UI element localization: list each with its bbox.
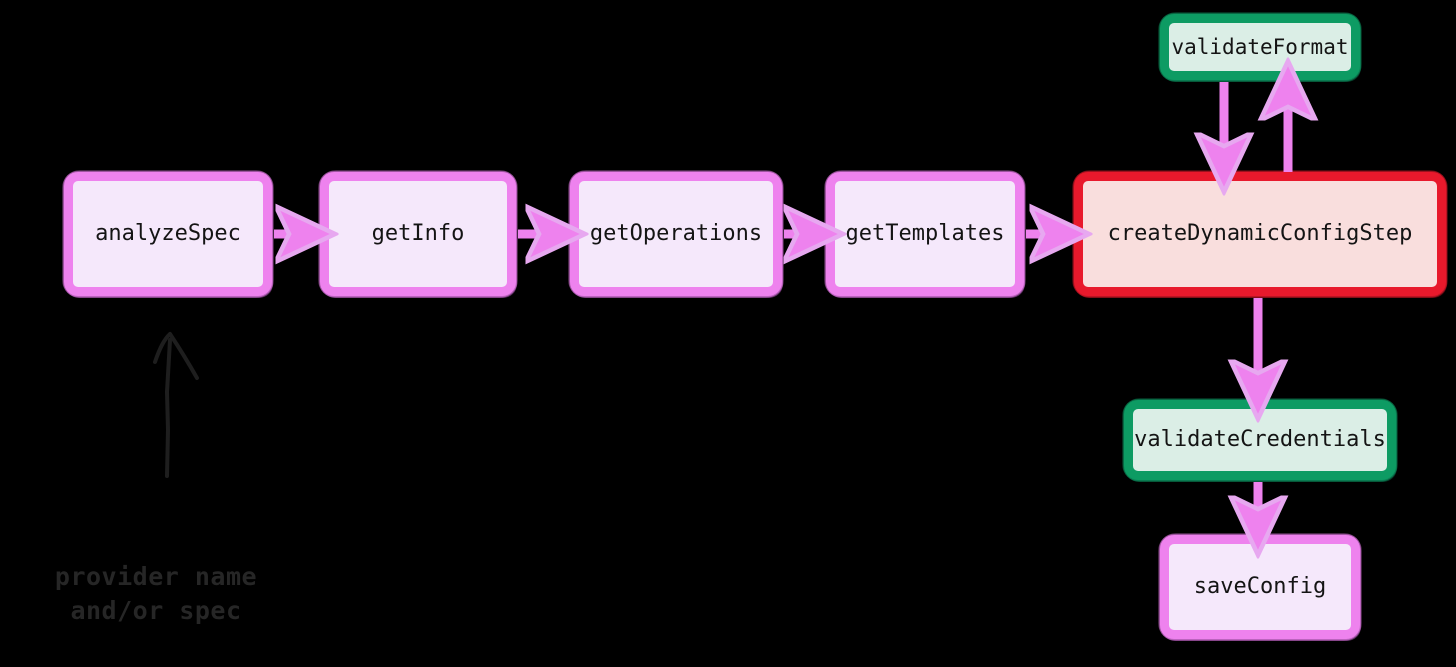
node-validateformat[interactable]: validateFormat [1160, 14, 1360, 80]
annotation-arrow-icon [153, 332, 199, 478]
node-validatecredentials[interactable]: validateCredentials [1124, 400, 1396, 480]
node-label: getTemplates [845, 221, 1005, 247]
node-getinfo[interactable]: getInfo [320, 172, 516, 296]
node-label: saveConfig [1193, 574, 1327, 600]
node-label: getInfo [371, 221, 465, 247]
annotation-provider-name-or-spec: provider name and/or spec [54, 562, 258, 625]
node-label: validateFormat [1171, 34, 1349, 59]
node-saveconfig[interactable]: saveConfig [1160, 535, 1360, 639]
node-createdynamicconfigstep[interactable]: createDynamicConfigStep [1074, 172, 1446, 296]
node-gettemplates[interactable]: getTemplates [826, 172, 1024, 296]
node-label: validateCredentials [1134, 427, 1386, 453]
node-label: getOperations [589, 221, 763, 247]
node-getoperations[interactable]: getOperations [570, 172, 782, 296]
node-label: analyzeSpec [95, 221, 241, 247]
node-label: createDynamicConfigStep [1107, 221, 1413, 247]
node-analyzespec[interactable]: analyzeSpec [64, 172, 272, 296]
